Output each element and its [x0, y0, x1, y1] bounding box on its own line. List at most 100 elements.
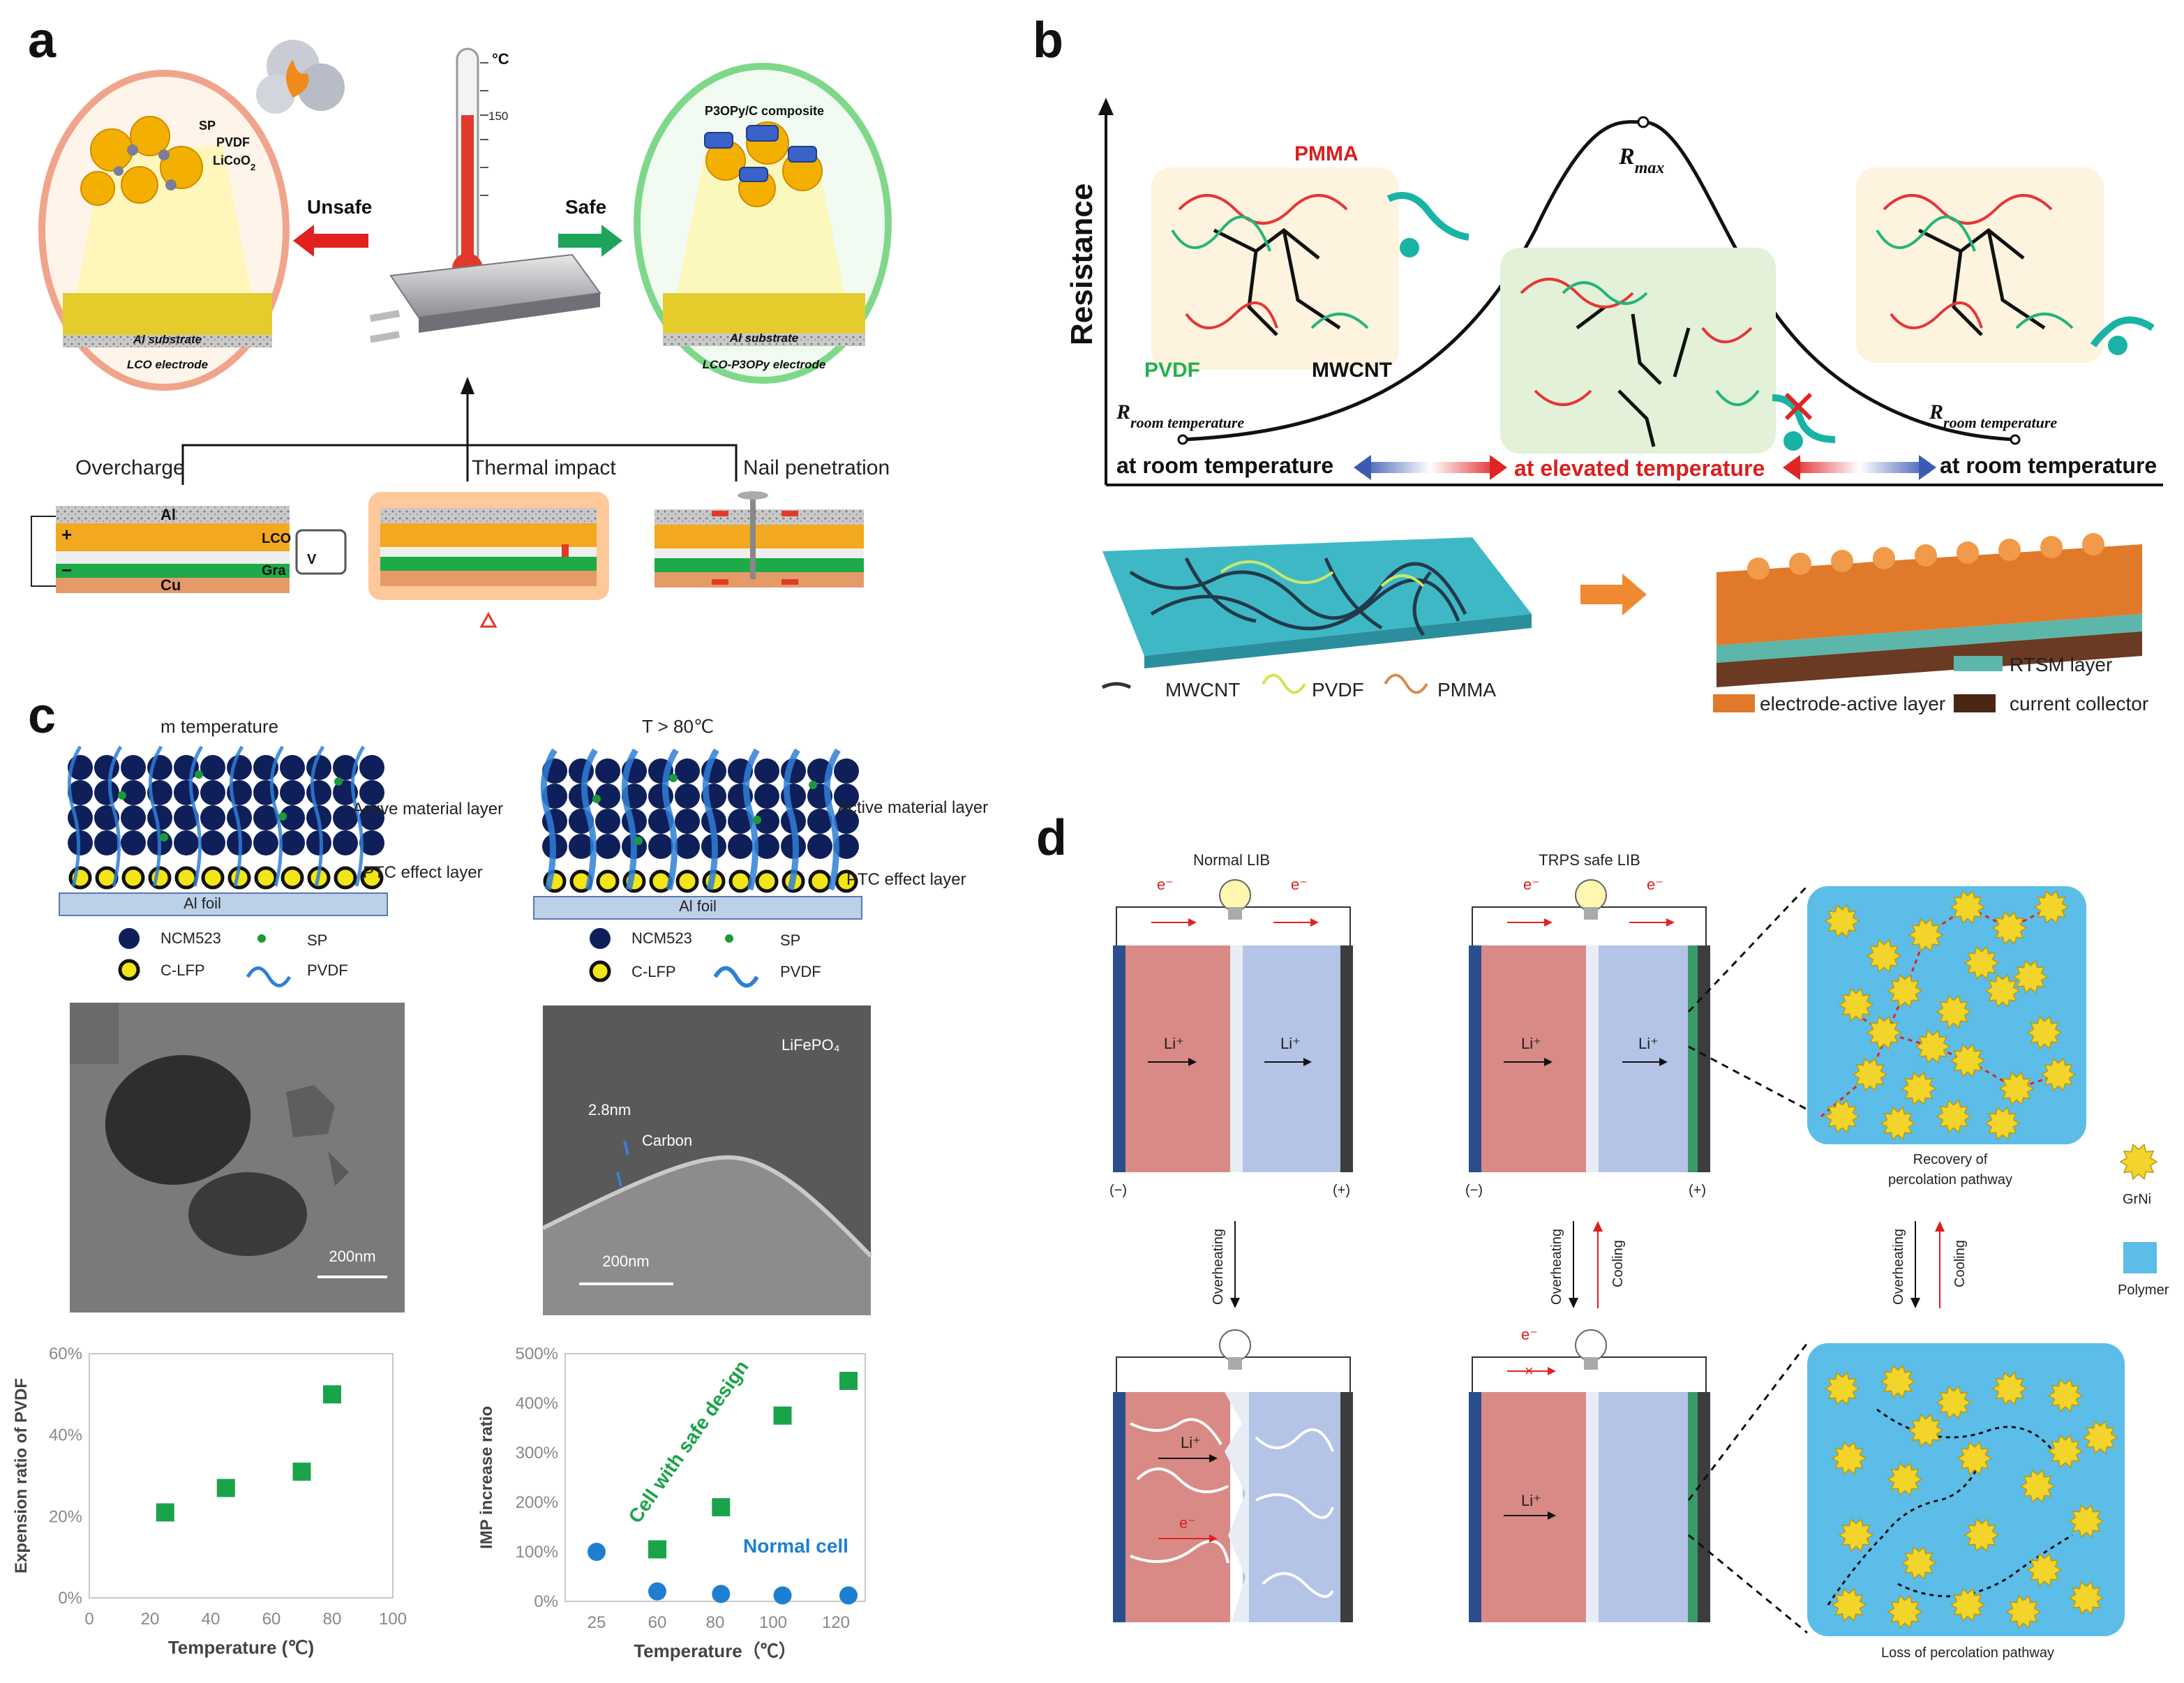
data-point — [648, 1582, 666, 1601]
abuse-tree-lines — [181, 387, 738, 485]
x-tick-label: 80 — [323, 1610, 342, 1629]
rmax-label: Rmax — [1618, 144, 1664, 177]
tem-image-left: 200nm — [70, 1003, 405, 1312]
network-box-right — [1856, 167, 2104, 363]
y-tick-label: 40% — [49, 1426, 82, 1445]
y-tick-label: 400% — [516, 1394, 558, 1413]
legend-c-left: NCM523 SP C-LFP PVDF — [118, 928, 348, 987]
grni-legend-icon — [2119, 1143, 2158, 1181]
thickness-label: 2.8nm — [588, 1101, 631, 1119]
lco-layer-label: LCO — [262, 531, 291, 546]
y-tick-label: 200% — [516, 1493, 558, 1512]
data-point — [712, 1585, 731, 1603]
legend-ncm-left: NCM523 — [160, 929, 221, 947]
right-title-c: T > 80℃ — [642, 716, 714, 737]
nail-penetration-cell — [655, 491, 864, 588]
x-tick-label: 25 — [588, 1613, 606, 1632]
normal-lib-title: Normal LIB — [1193, 851, 1270, 869]
al-substrate-left: Al substrate — [133, 333, 202, 346]
overheating-label-2: Overheating — [1549, 1229, 1564, 1305]
overheating-label-3: Overheating — [1891, 1229, 1906, 1305]
grni-legend-label: GrNi — [2123, 1192, 2151, 1207]
x-tick-label: 120 — [822, 1613, 850, 1632]
minus-sign: − — [61, 560, 72, 581]
y-tick-label: 0% — [534, 1592, 558, 1611]
r-room-left: Rroom temperature — [1116, 401, 1244, 431]
y-tick-label: 0% — [58, 1589, 82, 1608]
x-tick-label: 60 — [262, 1610, 281, 1629]
plus-terminal-1: (+) — [1333, 1183, 1350, 1198]
lco-electrode-circle: SP PVDF LiCoO2 Al substrate LCO electrod… — [38, 70, 290, 391]
li-label-6: Li⁺ — [1521, 1492, 1541, 1509]
panel-a-letter: a — [28, 13, 57, 68]
tem-left-scale: 200nm — [329, 1248, 375, 1265]
overcharge-cell: Al LCO Gra Cu + − V — [31, 506, 347, 594]
x-tick-label: 60 — [648, 1613, 667, 1632]
x-tick-label: 20 — [141, 1610, 160, 1629]
cooling-label-2: Cooling — [1952, 1240, 1968, 1287]
data-point — [216, 1479, 235, 1497]
data-point — [156, 1503, 174, 1522]
polymer-legend-swatch — [2123, 1242, 2157, 1273]
bulb-icon-1 — [1219, 879, 1251, 920]
minus-terminal-1: (−) — [1109, 1183, 1127, 1198]
normal-cell-bottom — [1113, 1356, 1353, 1622]
x-tick-label: 0 — [84, 1610, 94, 1629]
e-label-6: e⁻ — [1521, 1326, 1538, 1343]
legend-sp-right: SP — [780, 932, 800, 949]
e-label-4: e⁻ — [1647, 876, 1663, 893]
legend-ncm-right: NCM523 — [631, 929, 692, 947]
lifepo4-label: LiFePO₄ — [781, 1036, 840, 1054]
safe-arrow — [558, 225, 622, 257]
x-tick-label: 40 — [202, 1610, 220, 1629]
thermo-150: 150 — [488, 110, 508, 123]
y-axis-label: IMP increase ratio — [477, 1406, 496, 1549]
x-tick-label: 100 — [379, 1610, 407, 1629]
x-axis-label: Temperature（℃） — [634, 1640, 797, 1661]
resistance-axis-label: Resistance — [1065, 184, 1099, 345]
legend-c-right: NCM523 SP C-LFP PVDF — [589, 928, 821, 988]
active-layer-label-right: Active material layer — [837, 798, 988, 817]
recovery-label-1: Recovery of — [1913, 1152, 1988, 1167]
overheating-label-1: Overheating — [1211, 1229, 1226, 1305]
network-box-left — [1151, 167, 1399, 370]
panel-c: c m temperature T > 80℃ Active material … — [12, 688, 988, 1661]
y-tick-label: 500% — [516, 1345, 558, 1363]
electrode-layer-hot — [533, 748, 862, 920]
network-box-middle — [1500, 248, 1776, 454]
data-point — [292, 1463, 311, 1481]
data-point — [648, 1540, 666, 1559]
carbon-label: Carbon — [642, 1132, 692, 1149]
legend-pvdf-right: PVDF — [780, 963, 821, 980]
al-substrate-right: Al substrate — [729, 331, 798, 345]
loss-percolation-label: Loss of percolation pathway — [1881, 1645, 2054, 1661]
legend-sp-left: SP — [307, 932, 327, 949]
unsafe-label: Unsafe — [307, 196, 372, 218]
data-point — [323, 1385, 341, 1404]
up-arrowhead — [461, 377, 474, 394]
safe-label: Safe — [565, 196, 606, 218]
left-title-c: m temperature — [160, 716, 278, 737]
x-tick-label: 100 — [759, 1613, 787, 1632]
bulb-icon-4 — [1575, 1329, 1607, 1370]
li-label-5: Li⁺ — [1181, 1434, 1201, 1451]
pvdf-label-b: PVDF — [1144, 359, 1200, 382]
trps-lib-title: TRPS safe LIB — [1539, 851, 1640, 869]
transition-arrows — [1230, 1221, 1945, 1308]
y-tick-label: 20% — [49, 1507, 82, 1526]
recovery-label-2: percolation pathway — [1888, 1172, 2012, 1188]
legend-pvdf-left: PVDF — [307, 962, 348, 979]
series-label-normal: Normal cell — [743, 1535, 848, 1557]
normal-cell-top — [1113, 906, 1353, 1172]
y-tick-label: 300% — [516, 1444, 558, 1463]
data-point — [773, 1586, 792, 1605]
data-point — [588, 1543, 606, 1561]
legend-clfp-right: C-LFP — [631, 963, 676, 980]
at-room-temp-right: at room temperature — [1940, 453, 2157, 478]
electrode-stack-illustration — [1716, 533, 2142, 687]
y-tick-label: 100% — [516, 1543, 558, 1562]
li-label-4: Li⁺ — [1638, 1035, 1659, 1052]
delta-symbol: Δ — [488, 630, 489, 632]
